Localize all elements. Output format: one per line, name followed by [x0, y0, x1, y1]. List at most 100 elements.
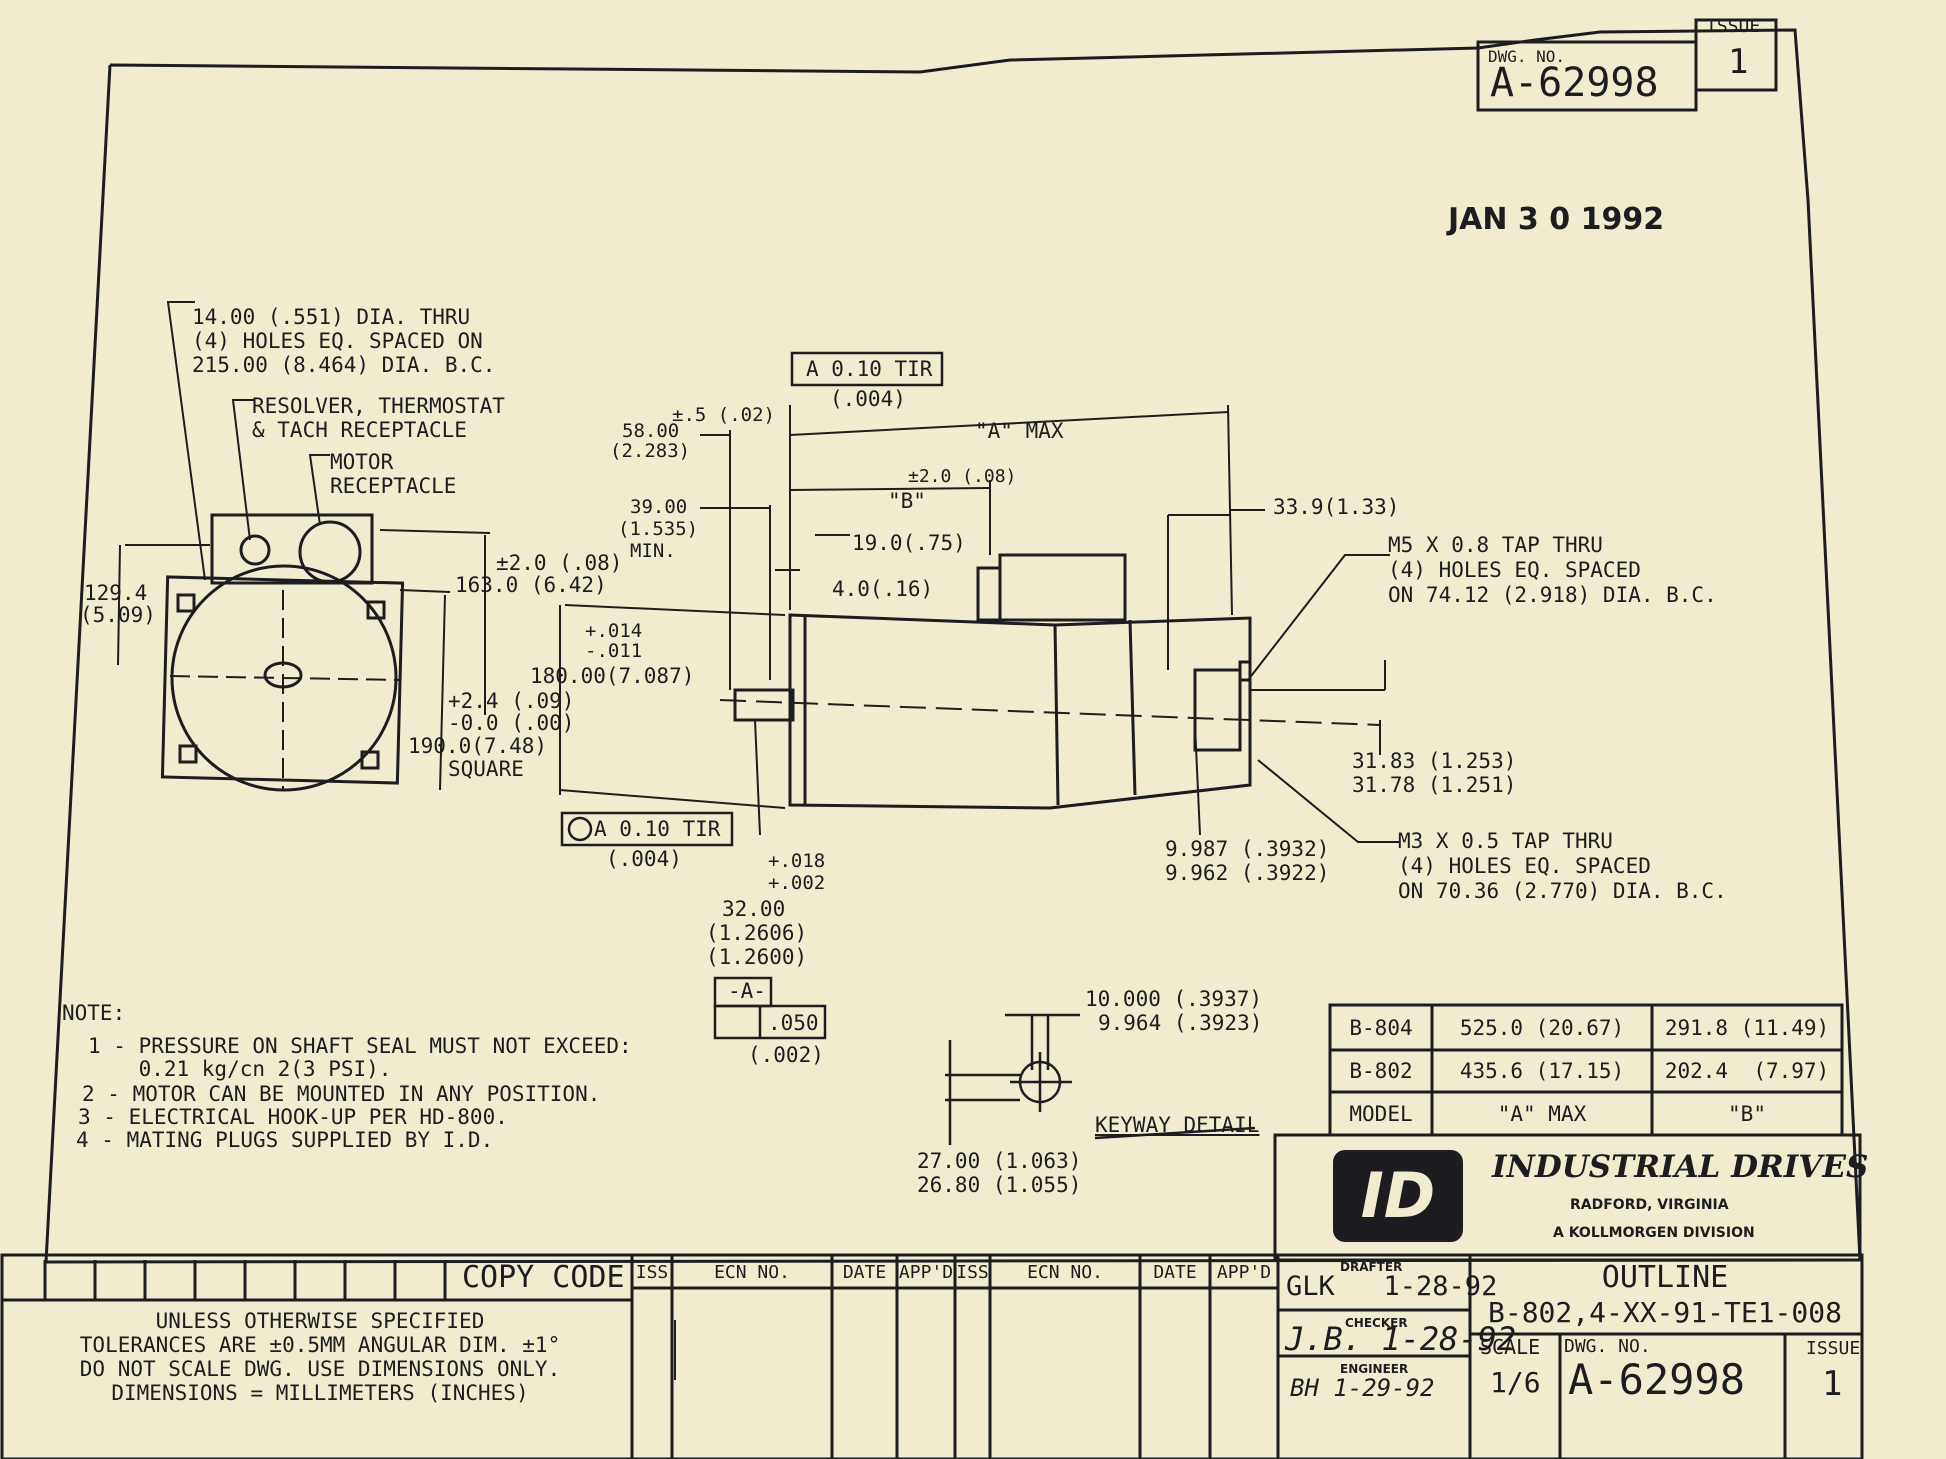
tir-top-frame: A 0.10 TIR [806, 357, 933, 381]
m3-note-2: (4) HOLES EQ. SPACED [1398, 854, 1651, 878]
dim-31-78: 31.78 (1.251) [1352, 773, 1517, 797]
drawing-title: OUTLINE [1601, 1260, 1729, 1295]
m3-note-3: ON 70.36 (2.770) DIA. B.C. [1398, 879, 1727, 903]
top-issue-box [1694, 18, 1778, 92]
model-cell-b802: B-802 [1349, 1059, 1413, 1083]
note-3: 3 - ELECTRICAL HOOK-UP PER HD-800. [78, 1105, 508, 1129]
notes-heading: NOTE: [62, 1001, 126, 1025]
company-division: A KOLLMORGEN DIVISION [1553, 1225, 1755, 1241]
dim-129-inch: (5.09) [80, 603, 156, 627]
dim-32-min: (1.2600) [706, 945, 808, 969]
model-cell-b804: B-804 [1349, 1016, 1413, 1040]
note-2: 2 - MOTOR CAN BE MOUNTED IN ANY POSITION… [82, 1082, 601, 1106]
rev-header-appd-1: APP'D [898, 1262, 954, 1283]
rev-header-appd-2: APP'D [1216, 1262, 1272, 1283]
scale-label: SCALE [1480, 1335, 1541, 1359]
m5-note-3: ON 74.12 (2.918) DIA. B.C. [1388, 583, 1717, 607]
tol-014-minus: -.011 [585, 640, 643, 662]
tolerance-line-2: TOLERANCES ARE ±0.5MM ANGULAR DIM. ±1° [79, 1333, 561, 1357]
engineer-label: ENGINEER [1340, 1362, 1409, 1376]
dim-32-value: 32.00 [722, 897, 786, 921]
company-block-lines [1273, 1133, 1862, 1262]
datum-a: -A- [728, 979, 766, 1003]
note-1-cont: 0.21 kg/cn 2(3 PSI). [88, 1057, 392, 1081]
resolver-note-2: & TACH RECEPTACLE [252, 418, 467, 442]
dim-163-tol: ±2.0 (.08) [496, 551, 623, 575]
bottom-title-block-lines [0, 1253, 1864, 1459]
industrial-drives-logo: ID [1333, 1150, 1463, 1242]
scale-value: 1/6 [1490, 1366, 1541, 1399]
checker-label: CHECKER [1345, 1316, 1408, 1330]
dim-190-tol-plus: +2.4 (.09) [448, 689, 575, 713]
drafter-label: DRAFTER [1340, 1260, 1403, 1274]
front-view [160, 513, 405, 792]
company-name: INDUSTRIAL DRIVES [1492, 1149, 1869, 1185]
rev-header-ecn-1: ECN NO. [714, 1262, 790, 1283]
keyway-dim-27: 27.00 (1.063) [917, 1149, 1082, 1173]
side-view [719, 553, 1381, 810]
holes-note-1: 14.00 (.551) DIA. THRU [192, 305, 471, 329]
dim-39-value: 39.00 [630, 496, 688, 518]
motor-note-2: RECEPTACLE [330, 474, 457, 498]
m5-note-1: M5 X 0.8 TAP THRU [1388, 533, 1603, 557]
dim-19: 19.0(.75) [852, 531, 966, 555]
rev-header-ecn-2: ECN NO. [1027, 1262, 1103, 1283]
tol-018-plus: +.018 [768, 850, 826, 872]
dim-58-value: 58.00 [622, 420, 680, 442]
dim-4: 4.0(.16) [832, 577, 934, 601]
header-b: "B" [1728, 1102, 1766, 1126]
runout-value: .050 [768, 1011, 819, 1035]
keyway [945, 1013, 1256, 1145]
note-1: 1 - PRESSURE ON SHAFT SEAL MUST NOT EXCE… [88, 1034, 632, 1058]
dim-58-tol: ±.5 (.02) [672, 404, 775, 426]
rev-header-iss-2: ISS [956, 1262, 989, 1283]
bottom-issue-label: ISSUE [1806, 1338, 1861, 1359]
tir-bottom-frame: A 0.10 TIR [594, 817, 721, 841]
dim-9-962: 9.962 (.3922) [1165, 861, 1330, 885]
top-dwg-label: DWG. NO. [1488, 47, 1566, 66]
model-table-lines [1328, 1003, 1844, 1137]
copy-code-label: COPY CODE [462, 1260, 625, 1295]
company-city: RADFORD, VIRGINIA [1570, 1197, 1729, 1213]
bottom-dwg-number: A-62998 [1568, 1355, 1746, 1404]
top-dwg-number: A-62998 [1490, 60, 1659, 106]
keyway-dim-10: 10.000 (.3937) [1085, 987, 1263, 1011]
dim-32-max: (1.2606) [706, 921, 808, 945]
tir-bottom-inch: (.004) [606, 847, 682, 871]
holes-note-2: (4) HOLES EQ. SPACED ON [192, 329, 483, 353]
b-dim-tol: ±2.0 (.08) [908, 466, 1017, 487]
dim-190-tol-minus: -0.0 (.00) [448, 711, 575, 735]
tolerance-line-3: DO NOT SCALE DWG. USE DIMENSIONS ONLY. [79, 1357, 561, 1381]
part-number: B-802,4-XX-91-TE1-008 [1487, 1296, 1842, 1329]
dim-180: 180.00(7.087) [530, 664, 695, 688]
resolver-note-1: RESOLVER, THERMOSTAT [252, 394, 505, 418]
dim-163-value: 163.0 (6.42) [455, 573, 607, 597]
rev-header-date-1: DATE [842, 1262, 887, 1283]
dim-190-value: 190.0(7.48) [408, 734, 548, 758]
fcf [560, 351, 944, 1040]
runout-inch: (.002) [748, 1043, 824, 1067]
motor-note-1: MOTOR [330, 450, 394, 474]
keyway-dim-26-8: 26.80 (1.055) [917, 1173, 1082, 1197]
dim-190-square: SQUARE [448, 757, 524, 781]
keyway-dim-9-964: 9.964 (.3923) [1098, 1011, 1263, 1035]
b-dim-label: "B" [888, 489, 926, 513]
top-issue-label: ISSUE [1706, 16, 1761, 37]
dim-9-987: 9.987 (.3932) [1165, 837, 1330, 861]
header-model: MODEL [1349, 1102, 1413, 1126]
sheet-border [44, 28, 1862, 1264]
checker-value: J.B. 1-28-92 [1285, 1320, 1517, 1358]
b-cell-b802: 202.4 (7.97) [1664, 1059, 1830, 1083]
b-cell-b804: 291.8 (11.49) [1664, 1016, 1830, 1040]
amax-cell-b804: 525.0 (20.67) [1459, 1016, 1625, 1040]
holes-note-3: 215.00 (8.464) DIA. B.C. [192, 353, 496, 377]
a-max-label: "A" MAX [975, 419, 1064, 443]
dim-129-value: 129.4 [84, 581, 148, 605]
tol-018-minus: +.002 [768, 872, 826, 894]
header-a-max: "A" MAX [1497, 1102, 1587, 1126]
top-issue-number: 1 [1728, 42, 1749, 82]
dim-33-9: 33.9(1.33) [1273, 495, 1400, 519]
engineer-value: BH 1-29-92 [1290, 1374, 1435, 1402]
